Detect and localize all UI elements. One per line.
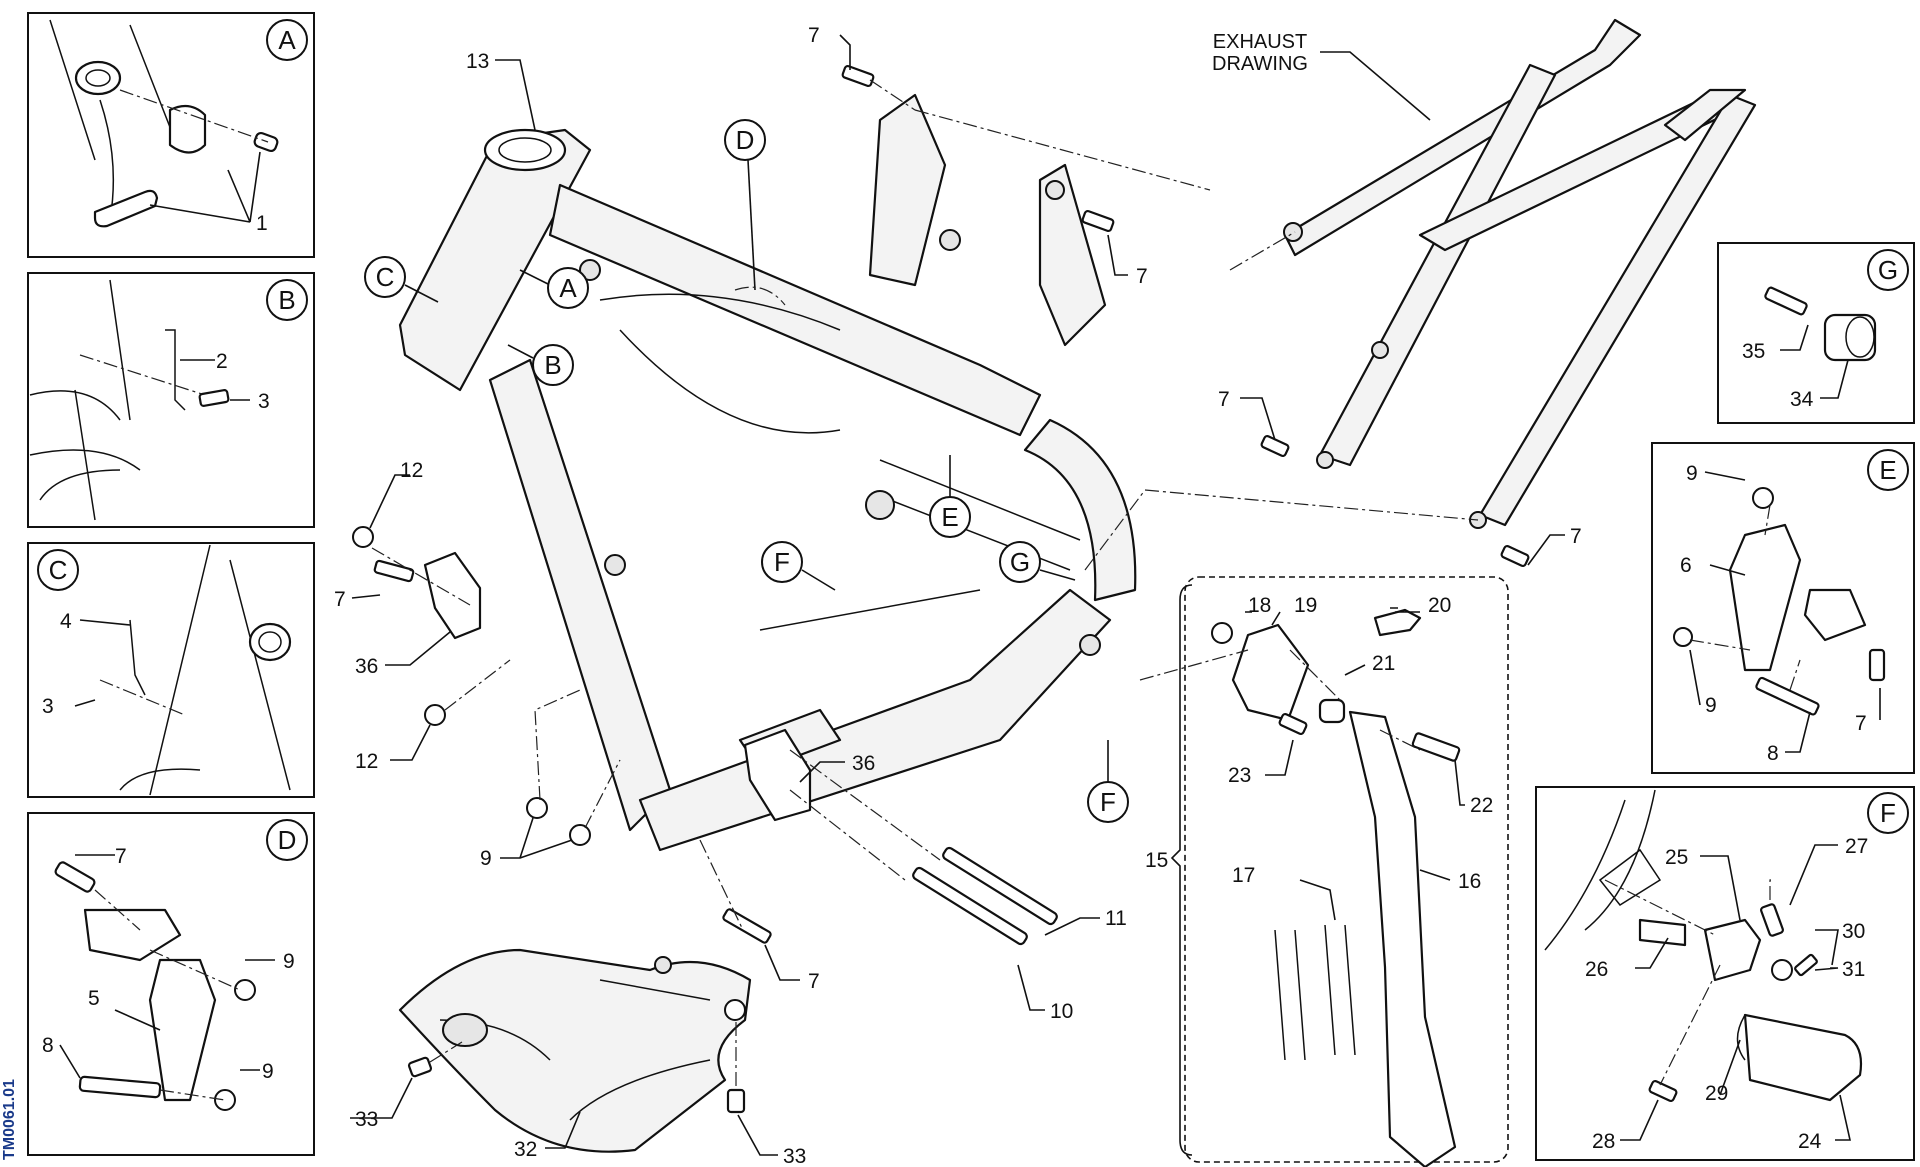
callout-11: 11	[1105, 907, 1127, 930]
document-code: TM0061.01	[1, 1079, 18, 1160]
frame-bolts: 7 7 12 7 36 12 9 36 7	[334, 24, 1211, 1023]
callout-3c: 3	[42, 695, 54, 718]
frame-label-f-left: F	[774, 547, 790, 577]
callout-8d: 8	[42, 1034, 54, 1057]
callout-23: 23	[1228, 764, 1251, 787]
callout-36-left: 36	[355, 655, 378, 678]
callout-22: 22	[1470, 794, 1493, 817]
callout-1: 1	[256, 212, 268, 235]
callout-20: 20	[1428, 594, 1451, 617]
callout-5: 5	[88, 987, 100, 1010]
callout-7d: 7	[115, 845, 127, 868]
callout-7-right: 7	[1136, 265, 1148, 288]
callout-34: 34	[1790, 388, 1814, 411]
callout-27: 27	[1845, 835, 1868, 858]
callout-24: 24	[1798, 1130, 1822, 1153]
detail-box-c: C 4 3	[27, 542, 315, 798]
callout-21: 21	[1372, 652, 1395, 675]
callout-7-left: 7	[334, 588, 346, 611]
callout-25: 25	[1665, 846, 1688, 869]
callout-15: 15	[1145, 849, 1168, 872]
detail-box-a: A 1	[27, 12, 315, 258]
callout-7e: 7	[1855, 712, 1867, 735]
callout-7-sub-right: 7	[1570, 525, 1582, 548]
exhaust-note-line-2: DRAWING	[1212, 53, 1308, 75]
frame-label-f-right: F	[1100, 787, 1116, 817]
callout-9e-top: 9	[1686, 462, 1698, 485]
frame-label-a: A	[559, 273, 577, 303]
detail-label-a: A	[278, 25, 296, 55]
callout-30: 30	[1842, 920, 1865, 943]
detail-label-f: F	[1880, 798, 1896, 828]
detail-label-g: G	[1878, 255, 1898, 285]
callout-2: 2	[216, 350, 228, 373]
callout-9e-bottom: 9	[1705, 694, 1717, 717]
frame-label-d: D	[736, 125, 755, 155]
side-stand-group: 15 18 19 20 21 23 22 17 16	[1139, 576, 1509, 1167]
callout-9-frame: 9	[480, 847, 492, 870]
callout-4: 4	[60, 610, 72, 633]
callout-31: 31	[1842, 958, 1865, 981]
subframe: 7 7 EXHAUST DRAWING	[1084, 18, 1757, 571]
callout-6: 6	[1680, 554, 1692, 577]
callout-13: 13	[466, 50, 489, 73]
detail-box-g: G 35 34	[1717, 242, 1915, 424]
callout-29: 29	[1705, 1082, 1728, 1105]
callout-36-right: 36	[852, 752, 875, 775]
frame-callouts: 13 C A B D E F G F	[364, 50, 1129, 823]
callout-3b: 3	[258, 390, 270, 413]
callout-8e: 8	[1767, 742, 1779, 765]
detail-box-d: D 7 5 8 9 9	[27, 812, 315, 1156]
callout-16: 16	[1458, 870, 1481, 893]
callout-33-right: 33	[783, 1145, 806, 1167]
callout-32: 32	[514, 1138, 537, 1161]
detail-label-c: C	[49, 555, 68, 585]
callout-33-left: 33	[355, 1108, 378, 1131]
detail-label-e: E	[1879, 455, 1896, 485]
callout-10: 10	[1050, 1000, 1073, 1023]
callout-9d-bottom: 9	[262, 1060, 274, 1083]
callout-7-bottom: 7	[808, 970, 820, 993]
callout-26: 26	[1585, 958, 1608, 981]
callout-7-top: 7	[808, 24, 820, 47]
detail-label-b: B	[278, 285, 295, 315]
detail-box-f: F 25 27 26 30 31 29 28 24	[1535, 786, 1915, 1161]
callout-19: 19	[1294, 594, 1317, 617]
callout-28: 28	[1592, 1130, 1615, 1153]
detail-box-e: E 9 6 9 8 7	[1651, 442, 1915, 774]
callout-12-top: 12	[400, 459, 423, 482]
exhaust-note-line-1: EXHAUST	[1213, 31, 1307, 53]
skid-plate: 33 32 33	[350, 948, 806, 1167]
detail-label-d: D	[278, 825, 297, 855]
callout-9d-top: 9	[283, 950, 295, 973]
detail-box-b: B 2 3	[27, 272, 315, 528]
frame-label-e: E	[941, 502, 958, 532]
callout-7-sub-left: 7	[1218, 388, 1230, 411]
callout-12-bottom: 12	[355, 750, 378, 773]
frame-label-g: G	[1010, 547, 1030, 577]
callout-17: 17	[1232, 864, 1255, 887]
callout-18: 18	[1248, 594, 1271, 617]
frame-label-c: C	[376, 262, 395, 292]
frame-label-b: B	[544, 350, 561, 380]
callout-35: 35	[1742, 340, 1765, 363]
